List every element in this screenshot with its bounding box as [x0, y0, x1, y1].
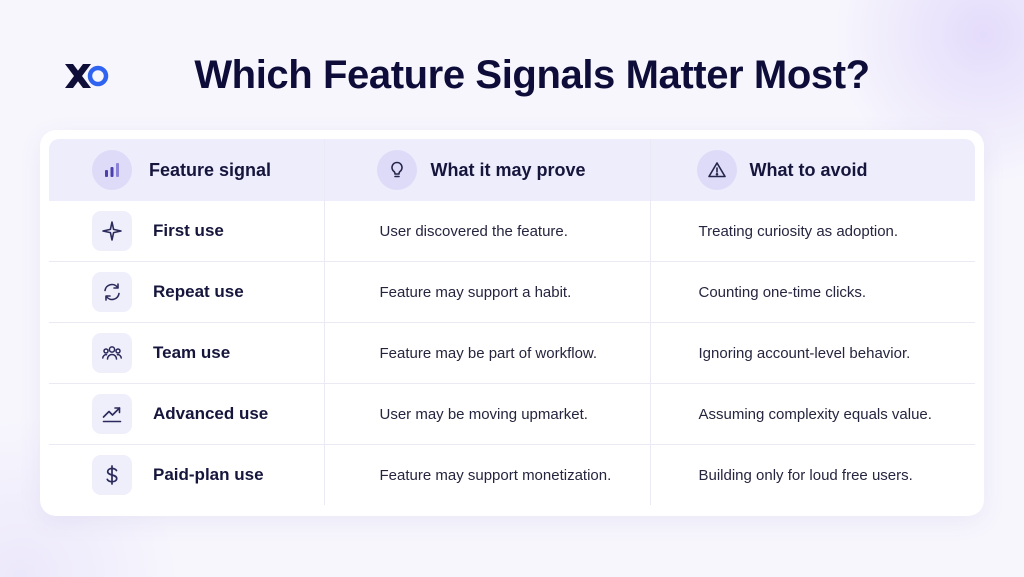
avoid-cell: Treating curiosity as adoption. [649, 201, 975, 262]
warning-icon [696, 150, 737, 190]
signal-cell: Repeat use [49, 261, 324, 323]
signal-name: Advanced use [153, 404, 269, 423]
signal-cell: Advanced use [49, 383, 324, 445]
sparkle-icon [92, 211, 132, 251]
signal-cell: Paid-plan use [49, 445, 324, 506]
refresh-icon [92, 272, 132, 312]
page-title: Which Feature Signals Matter Most? [194, 53, 870, 97]
header-label: Feature signal [149, 159, 272, 180]
prove-cell: Feature may support a habit. [323, 261, 650, 323]
avoid-cell: Ignoring account-level behavior. [649, 322, 975, 384]
trend-up-icon [92, 394, 132, 434]
bar-chart-icon [92, 150, 132, 190]
xo-logo [62, 58, 110, 94]
signal-name: First use [153, 221, 224, 240]
team-icon [92, 333, 132, 373]
table-header-row: Feature signal What it may prove [49, 139, 975, 201]
dollar-icon [92, 455, 132, 495]
header-label: What it may prove [430, 159, 586, 180]
signal-cell: Team use [49, 322, 324, 384]
lightbulb-icon [376, 150, 417, 190]
prove-cell: Feature may support monetization. [323, 444, 650, 505]
avoid-cell: Building only for loud free users. [649, 444, 975, 505]
signal-name: Team use [153, 343, 231, 362]
signal-name: Paid-plan use [153, 465, 264, 484]
table-row: Repeat use Feature may support a habit. … [49, 261, 975, 323]
signal-cell: First use [49, 201, 324, 262]
table-row: First use User discovered the feature. T… [49, 201, 975, 262]
table-row: Paid-plan use Feature may support moneti… [49, 444, 975, 506]
table-row: Team use Feature may be part of workflow… [49, 322, 975, 384]
header-what-it-may-prove: What it may prove [323, 139, 650, 201]
signal-name: Repeat use [153, 282, 244, 301]
avoid-cell: Assuming complexity equals value. [649, 383, 975, 445]
signals-table: Feature signal What it may prove [49, 139, 975, 505]
avoid-cell: Counting one-time clicks. [649, 261, 975, 323]
header-label: What to avoid [749, 159, 868, 180]
prove-cell: Feature may be part of workflow. [323, 322, 650, 384]
prove-cell: User may be moving upmarket. [323, 383, 650, 445]
table-row: Advanced use User may be moving upmarket… [49, 383, 975, 445]
header-feature-signal: Feature signal [49, 139, 324, 201]
signals-table-card: Feature signal What it may prove [40, 130, 984, 516]
header-what-to-avoid: What to avoid [649, 139, 975, 201]
prove-cell: User discovered the feature. [323, 201, 650, 262]
